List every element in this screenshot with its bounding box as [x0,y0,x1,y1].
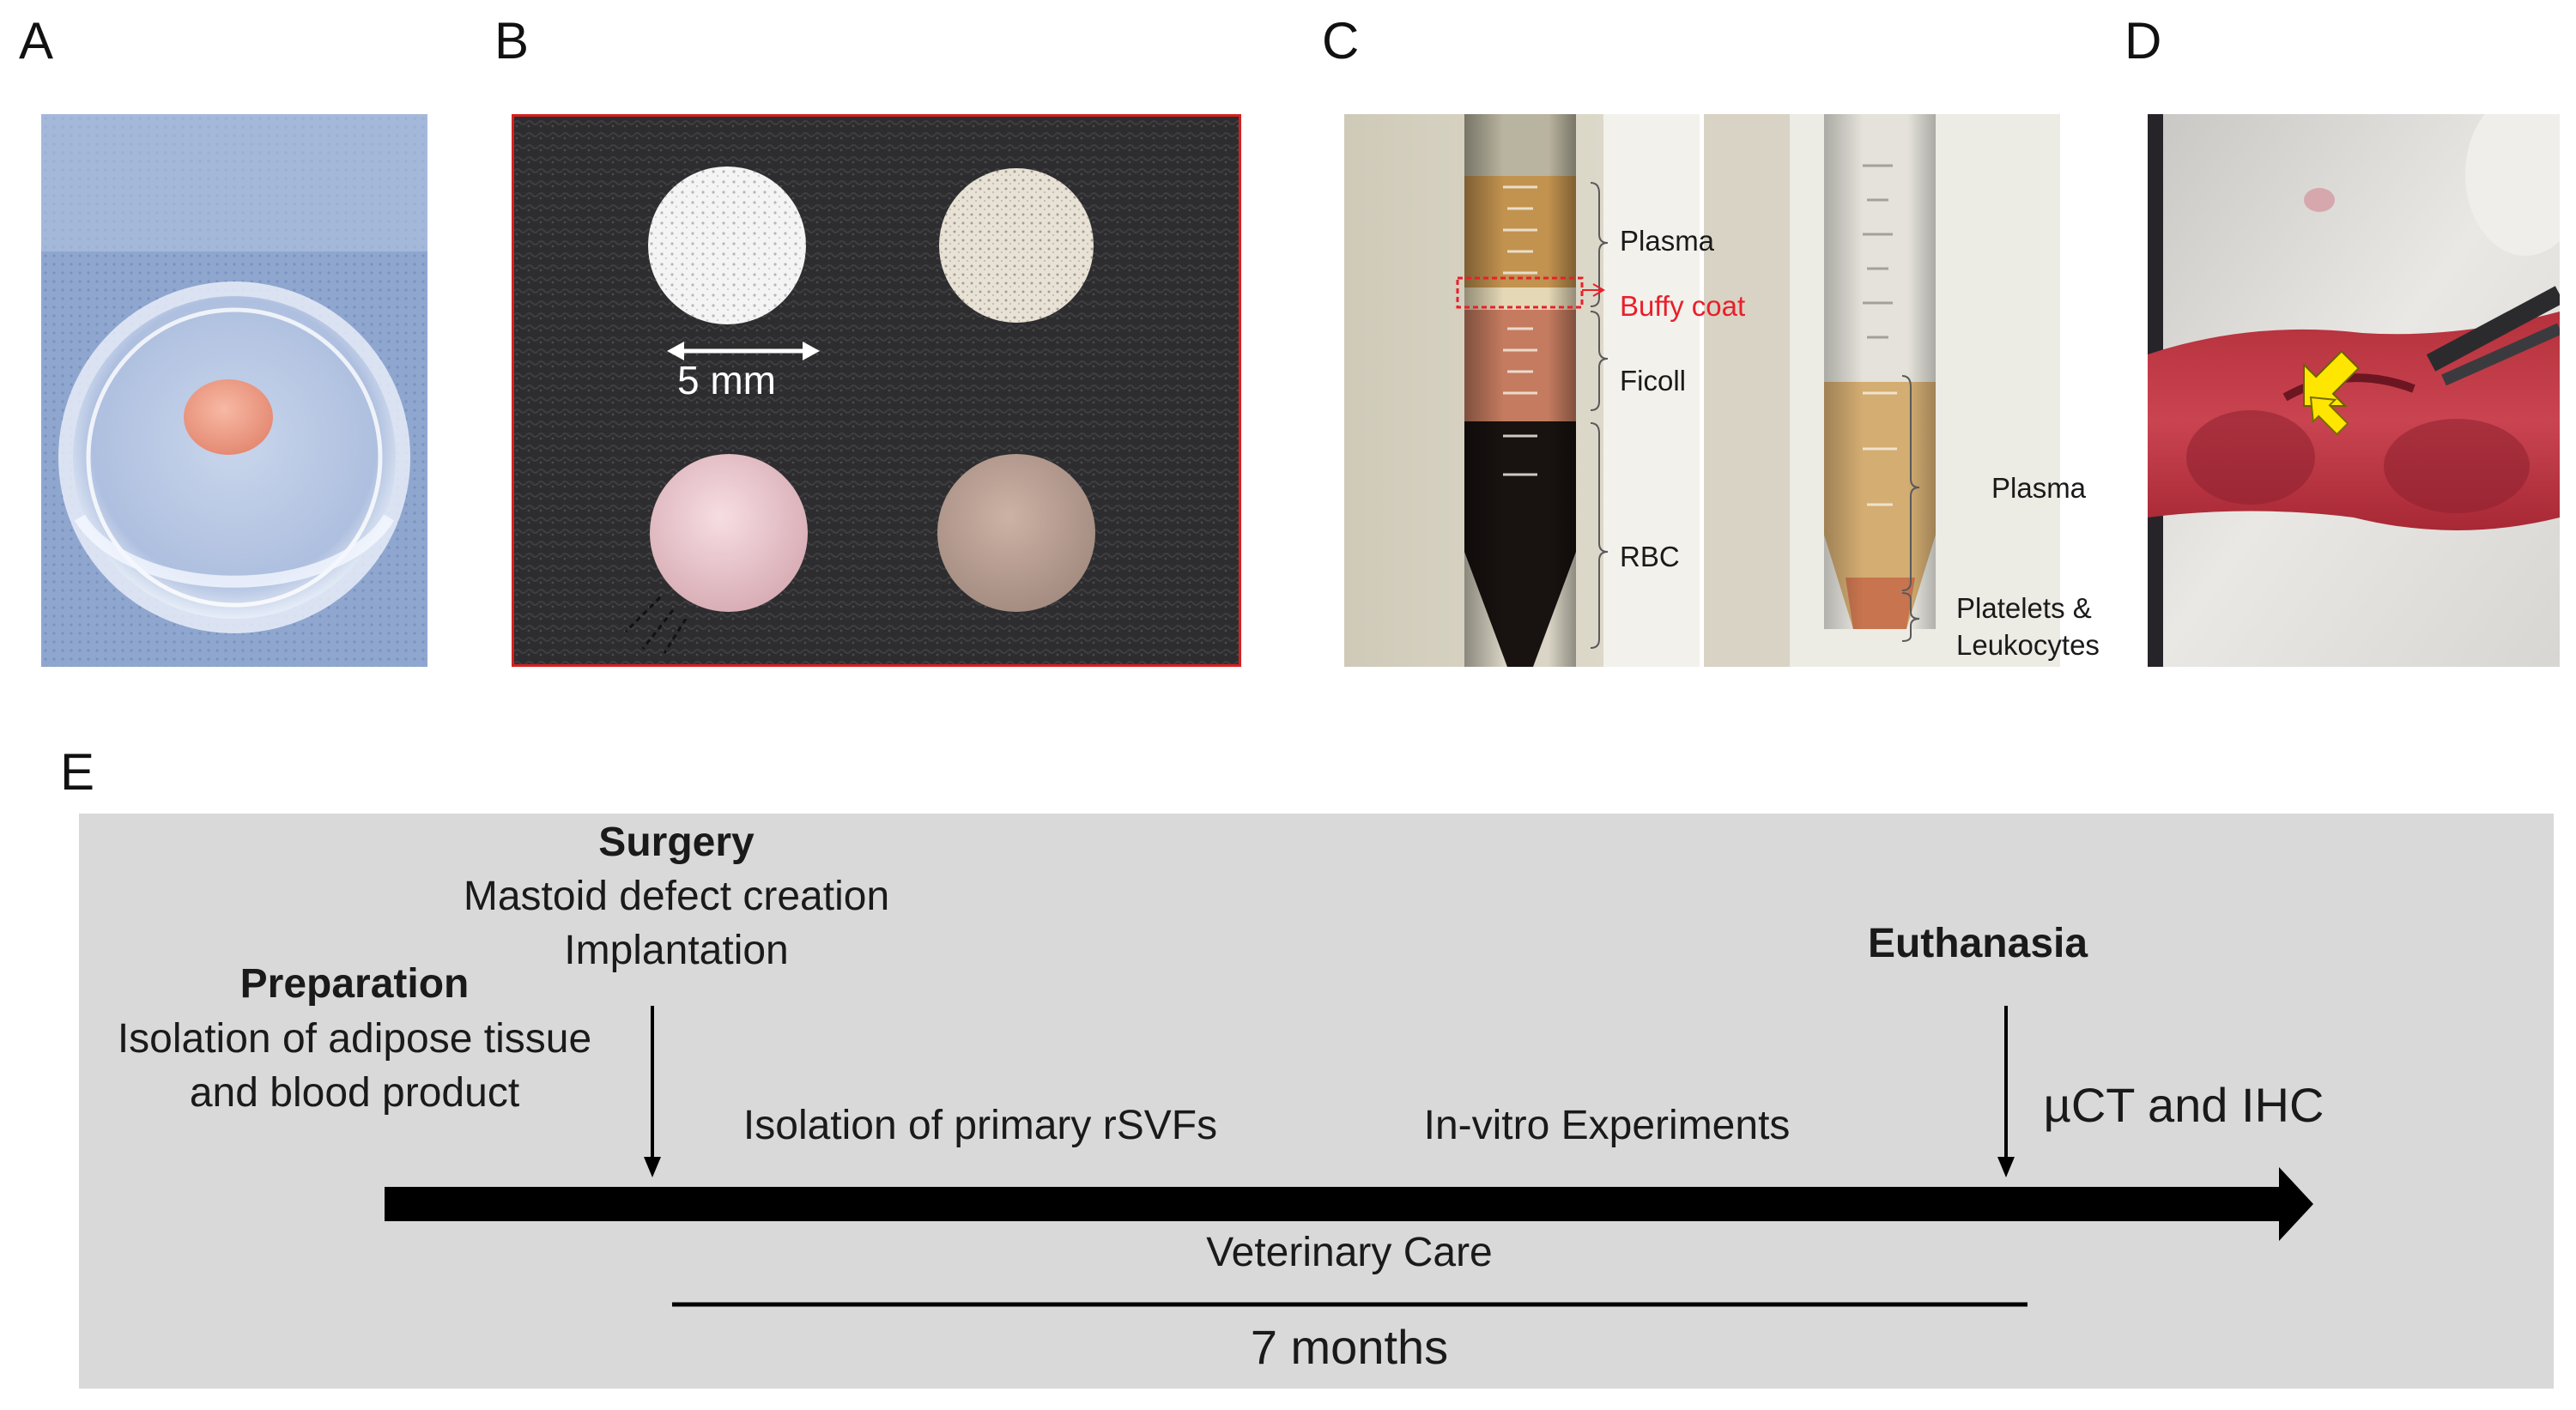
prp-tube-photo [1704,114,2060,667]
preparation-line1: Isolation of adipose tissue [117,1016,592,1062]
timeline-bar [385,1187,2283,1221]
platelets-label-line2: Leukocytes [1956,629,2100,661]
ficoll-label: Ficoll [1620,365,1687,396]
euthanasia-title: Euthanasia [1867,921,2088,966]
rbc-label: RBC [1620,541,1680,572]
panel-c-annotations [1456,182,1920,649]
post-analysis-label: µCT and IHC [2043,1078,2324,1132]
panel-label-e: E [60,743,95,801]
timeline-panel [79,814,2554,1389]
buffy-coat-label: Buffy coat [1620,290,1746,322]
left-plasma-label: Plasma [1620,225,1715,257]
scale-bar-label: 5 mm [677,358,776,402]
surgical-site-photo [2148,114,2560,667]
preparation-line2: and blood product [189,1070,520,1116]
preparation-title: Preparation [239,961,470,1007]
surgery-title: Surgery [598,820,755,865]
veterinary-care-label: Veterinary Care [1206,1230,1493,1275]
duration-label: 7 months [1250,1320,1449,1374]
surgery-line2: Implantation [564,928,789,973]
ficoll-tube-photo [1344,114,1700,667]
panel-label-d: D [2124,12,2162,70]
in-vitro-label: In-vitro Experiments [1423,1103,1791,1148]
right-plasma-label: Plasma [1991,472,2087,504]
panel-label-b: B [494,12,530,70]
yellow-arrow-icon [2309,396,2349,436]
panel-label-c: C [1322,12,1360,70]
timeline-arrowhead-icon [2279,1167,2313,1241]
panel-label-a: A [19,12,54,70]
isolation-rsvf-label: Isolation of primary rSVFs [742,1103,1218,1148]
scaffold-samples-photo: 5 mm [512,114,1241,667]
petri-dish-photo [41,114,427,667]
surgery-line1: Mastoid defect creation [463,874,890,919]
platelets-label-line1: Platelets & [1956,592,2092,624]
